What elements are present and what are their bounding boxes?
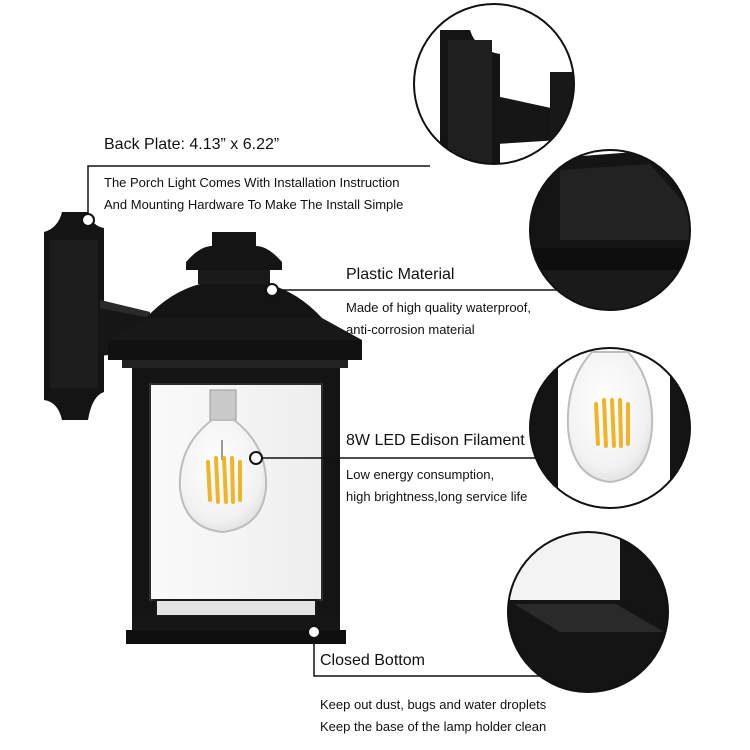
bulb-marker bbox=[249, 451, 263, 465]
bulb-line-1: Low energy consumption, bbox=[346, 467, 495, 482]
material-heading: Plastic Material bbox=[346, 266, 455, 283]
bottom-line-2: Keep the base of the lamp holder clean bbox=[320, 719, 547, 734]
bottom-marker bbox=[307, 625, 321, 639]
detail-roof bbox=[529, 149, 691, 311]
material-line-2: anti-corrosion material bbox=[346, 322, 475, 337]
back-plate-line-2: And Mounting Hardware To Make The Instal… bbox=[104, 197, 404, 212]
back-plate bbox=[44, 212, 104, 420]
material-marker bbox=[265, 283, 279, 297]
detail-back-plate bbox=[413, 3, 575, 165]
bottom-line-1: Keep out dust, bugs and water droplets bbox=[320, 697, 547, 712]
material-line-1: Made of high quality waterproof, bbox=[346, 300, 531, 315]
back-plate-marker bbox=[81, 213, 95, 227]
edison-bulb bbox=[178, 389, 268, 534]
detail-bulb bbox=[529, 347, 691, 509]
lantern-cap bbox=[186, 232, 282, 284]
bottom-heading: Closed Bottom bbox=[320, 652, 425, 669]
callout-lines bbox=[87, 165, 590, 677]
back-plate-line-1: The Porch Light Comes With Installation … bbox=[104, 175, 400, 190]
bulb-line-2: high brightness,long service life bbox=[346, 489, 528, 504]
bulb-heading: 8W LED Edison Filament bbox=[346, 432, 525, 449]
detail-bottom bbox=[507, 531, 669, 693]
back-plate-heading: Back Plate: 4.13” x 6.22” bbox=[104, 136, 280, 153]
